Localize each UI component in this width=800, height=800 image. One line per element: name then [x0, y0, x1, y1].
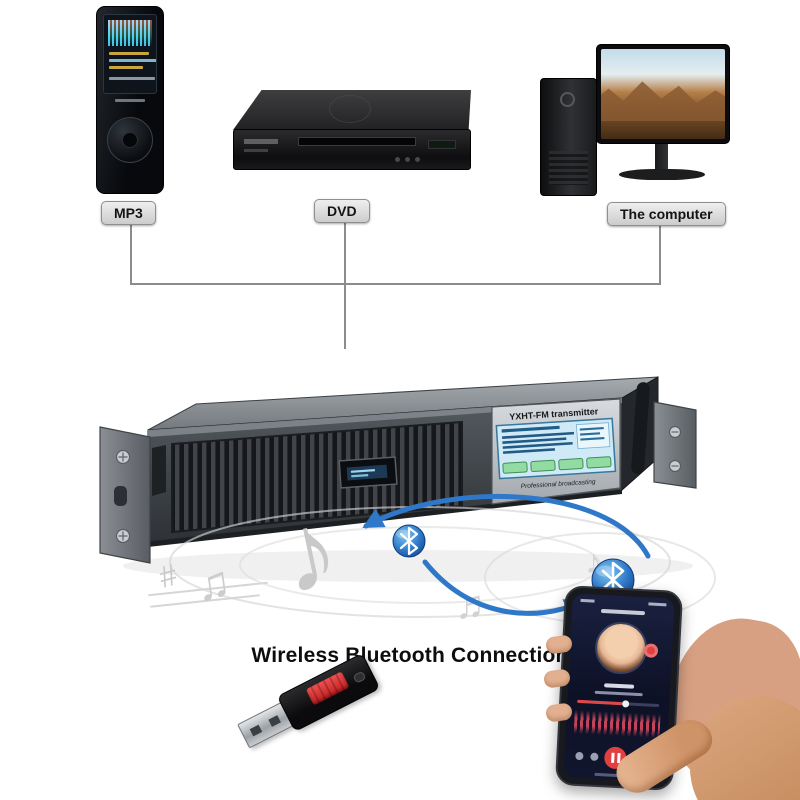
monitor-stand-neck: [655, 144, 668, 171]
right-ear-screw-bottom: [668, 459, 682, 473]
status-bar-icons: [648, 602, 667, 607]
dvd-label: DVD: [314, 199, 370, 223]
connector-drop-line: [344, 283, 346, 349]
caption: Wireless Bluetooth Connection: [251, 644, 569, 667]
right-handle: [631, 382, 650, 474]
usb-connector-hole: [249, 724, 262, 736]
usb-lanyard-hole: [352, 670, 367, 684]
lcd-content: [501, 422, 612, 474]
dvd-display: [428, 140, 456, 149]
mp3-control-pad: [107, 117, 153, 163]
monitor-stand-base: [619, 169, 705, 180]
right-rack-ear: [653, 401, 697, 489]
tower-vents: [549, 151, 588, 185]
progress-bar: [577, 699, 660, 708]
usb-connector-hole: [268, 714, 281, 727]
music-note-beamed: ♫: [192, 554, 234, 612]
dvd-button: [395, 157, 400, 162]
progress-knob: [622, 700, 630, 708]
track-name-text: [604, 683, 635, 689]
connector-line-dvd: [344, 222, 346, 284]
usb-red-slider: [305, 671, 350, 706]
mp3-text-row: [109, 52, 149, 55]
computer-label: The computer: [607, 202, 726, 226]
transmitter-shadow: [123, 550, 693, 582]
dvd-brand-mark-2: [244, 149, 268, 152]
dvd-player-top: [233, 90, 471, 130]
front-latch: [152, 445, 166, 496]
left-ear-screw-bottom: [115, 528, 131, 544]
audio-waveform: [573, 709, 661, 739]
bluetooth-arrow-top: [362, 493, 651, 559]
dvd-disc-tray: [298, 137, 416, 146]
dvd-disc-imprint: [329, 95, 371, 123]
status-bar-time: [580, 598, 595, 603]
computer-tower: [540, 78, 597, 196]
connector-line-mp3: [130, 224, 132, 284]
dvd-button: [405, 157, 410, 162]
dvd-brand-mark: [244, 139, 278, 144]
mountain-wallpaper: [601, 81, 725, 121]
hand-holding-phone: [520, 578, 800, 800]
mp3-equalizer-display: [108, 20, 152, 46]
app-title-text: [600, 608, 646, 616]
left-ear-screw-top: [115, 449, 131, 465]
connector-bus-line: [130, 283, 661, 285]
computer-monitor: [596, 44, 730, 144]
mp3-text-row: [109, 59, 156, 62]
mp3-screen: [103, 14, 157, 94]
left-ear-slot: [114, 486, 127, 506]
mp3-brand-mark: [115, 99, 145, 102]
call-icon: [643, 643, 659, 658]
connector-line-computer: [659, 225, 661, 284]
transmitter-subtitle: Professional broadcasting: [521, 479, 596, 491]
dvd-player-front: [233, 129, 471, 170]
fm-transmitter: YXHT-FM transmitter Professional broadca…: [99, 376, 697, 582]
progress-fill: [577, 699, 623, 706]
track-subtitle-text: [594, 690, 643, 697]
mp3-text-row: [109, 66, 143, 69]
tower-logo: [560, 92, 575, 107]
monitor-screen: [601, 49, 725, 139]
caller-avatar: [593, 620, 649, 676]
mp3-label: MP3: [101, 201, 156, 225]
ventilation-grille: [171, 420, 463, 534]
dvd-button: [415, 157, 420, 162]
mp3-player: [96, 6, 164, 194]
bluetooth-icon: [392, 524, 426, 558]
mini-display: [338, 456, 398, 489]
right-ear-screw-top: [668, 425, 682, 439]
shuffle-icon: [575, 751, 584, 761]
previous-icon: [589, 752, 599, 761]
bluetooth-link-graphic: [362, 493, 651, 619]
mp3-text-row: [109, 77, 155, 80]
